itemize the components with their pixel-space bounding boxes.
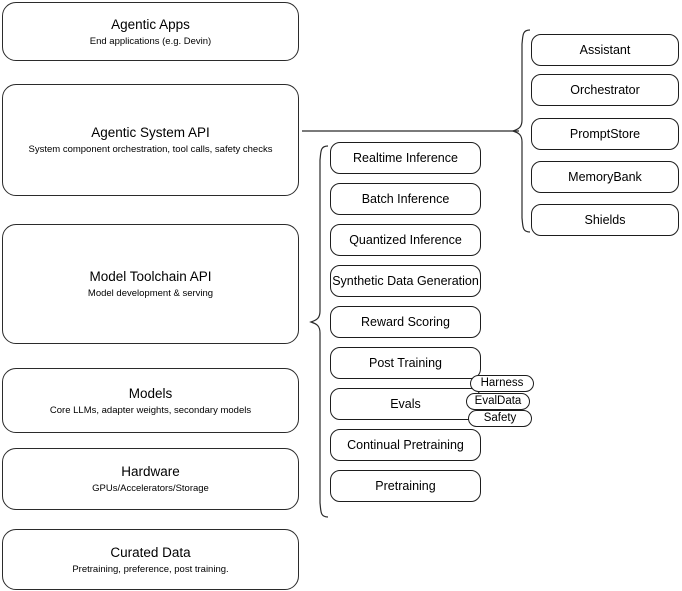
component-label: Evals [390, 396, 421, 411]
layer-models[interactable]: Models Core LLMs, adapter weights, secon… [2, 368, 299, 433]
layer-subtitle: Model development & serving [87, 288, 214, 299]
component-label: Batch Inference [361, 191, 450, 206]
tag-label: Harness [480, 377, 524, 389]
layer-model-toolchain-api[interactable]: Model Toolchain API Model development & … [2, 224, 299, 344]
layer-subtitle: System component orchestration, tool cal… [28, 144, 273, 155]
layer-title: Curated Data [110, 544, 191, 560]
toolchain-component-synthetic-data-generation[interactable]: Synthetic Data Generation [330, 265, 481, 297]
evals-tag-safety[interactable]: Safety [468, 410, 532, 427]
layer-agentic-system-api[interactable]: Agentic System API System component orch… [2, 84, 299, 196]
brace-toolchain-components [309, 145, 329, 518]
component-label: Synthetic Data Generation [332, 273, 479, 288]
brace-system-components [511, 29, 531, 233]
toolchain-component-reward-scoring[interactable]: Reward Scoring [330, 306, 481, 338]
component-label: Pretraining [375, 478, 436, 493]
layer-agentic-apps[interactable]: Agentic Apps End applications (e.g. Devi… [2, 2, 299, 61]
layer-title: Model Toolchain API [89, 269, 212, 284]
toolchain-component-realtime-inference[interactable]: Realtime Inference [330, 142, 481, 174]
layer-subtitle: End applications (e.g. Devin) [89, 35, 212, 47]
toolchain-component-batch-inference[interactable]: Batch Inference [330, 183, 481, 215]
system-component-memorybank[interactable]: MemoryBank [531, 161, 679, 193]
layer-subtitle: Pretraining, preference, post training. [72, 563, 229, 575]
system-component-shields[interactable]: Shields [531, 204, 679, 236]
component-label: Continual Pretraining [347, 437, 464, 452]
tag-label: Safety [483, 412, 517, 424]
system-component-orchestrator[interactable]: Orchestrator [531, 74, 679, 106]
component-label: PromptStore [569, 126, 641, 141]
layer-title: Models [128, 385, 173, 401]
component-label: Quantized Inference [349, 232, 462, 247]
evals-tag-evaldata[interactable]: EvalData [466, 393, 530, 410]
layer-curated-data[interactable]: Curated Data Pretraining, preference, po… [2, 529, 299, 590]
layer-title: Agentic Apps [111, 16, 190, 32]
evals-tag-harness[interactable]: Harness [470, 375, 534, 392]
toolchain-component-pretraining[interactable]: Pretraining [330, 470, 481, 502]
toolchain-component-continual-pretraining[interactable]: Continual Pretraining [330, 429, 481, 461]
component-label: Reward Scoring [361, 314, 450, 329]
system-component-assistant[interactable]: Assistant [531, 34, 679, 66]
component-label: Assistant [579, 42, 631, 57]
component-label: Realtime Inference [353, 150, 458, 165]
toolchain-component-post-training[interactable]: Post Training [330, 347, 481, 379]
component-label: Shields [584, 212, 626, 227]
component-label: Orchestrator [570, 82, 640, 97]
system-component-promptstore[interactable]: PromptStore [531, 118, 679, 150]
layer-title: Agentic System API [91, 125, 210, 140]
toolchain-component-evals[interactable]: Evals [330, 388, 481, 420]
layer-title: Hardware [121, 464, 180, 479]
component-label: Post Training [369, 355, 442, 370]
tag-label: EvalData [474, 395, 522, 407]
toolchain-component-quantized-inference[interactable]: Quantized Inference [330, 224, 481, 256]
component-label: MemoryBank [568, 169, 642, 184]
layer-subtitle: GPUs/Accelerators/Storage [92, 483, 209, 494]
layer-hardware[interactable]: Hardware GPUs/Accelerators/Storage [2, 448, 299, 510]
layer-subtitle: Core LLMs, adapter weights, secondary mo… [49, 404, 252, 416]
